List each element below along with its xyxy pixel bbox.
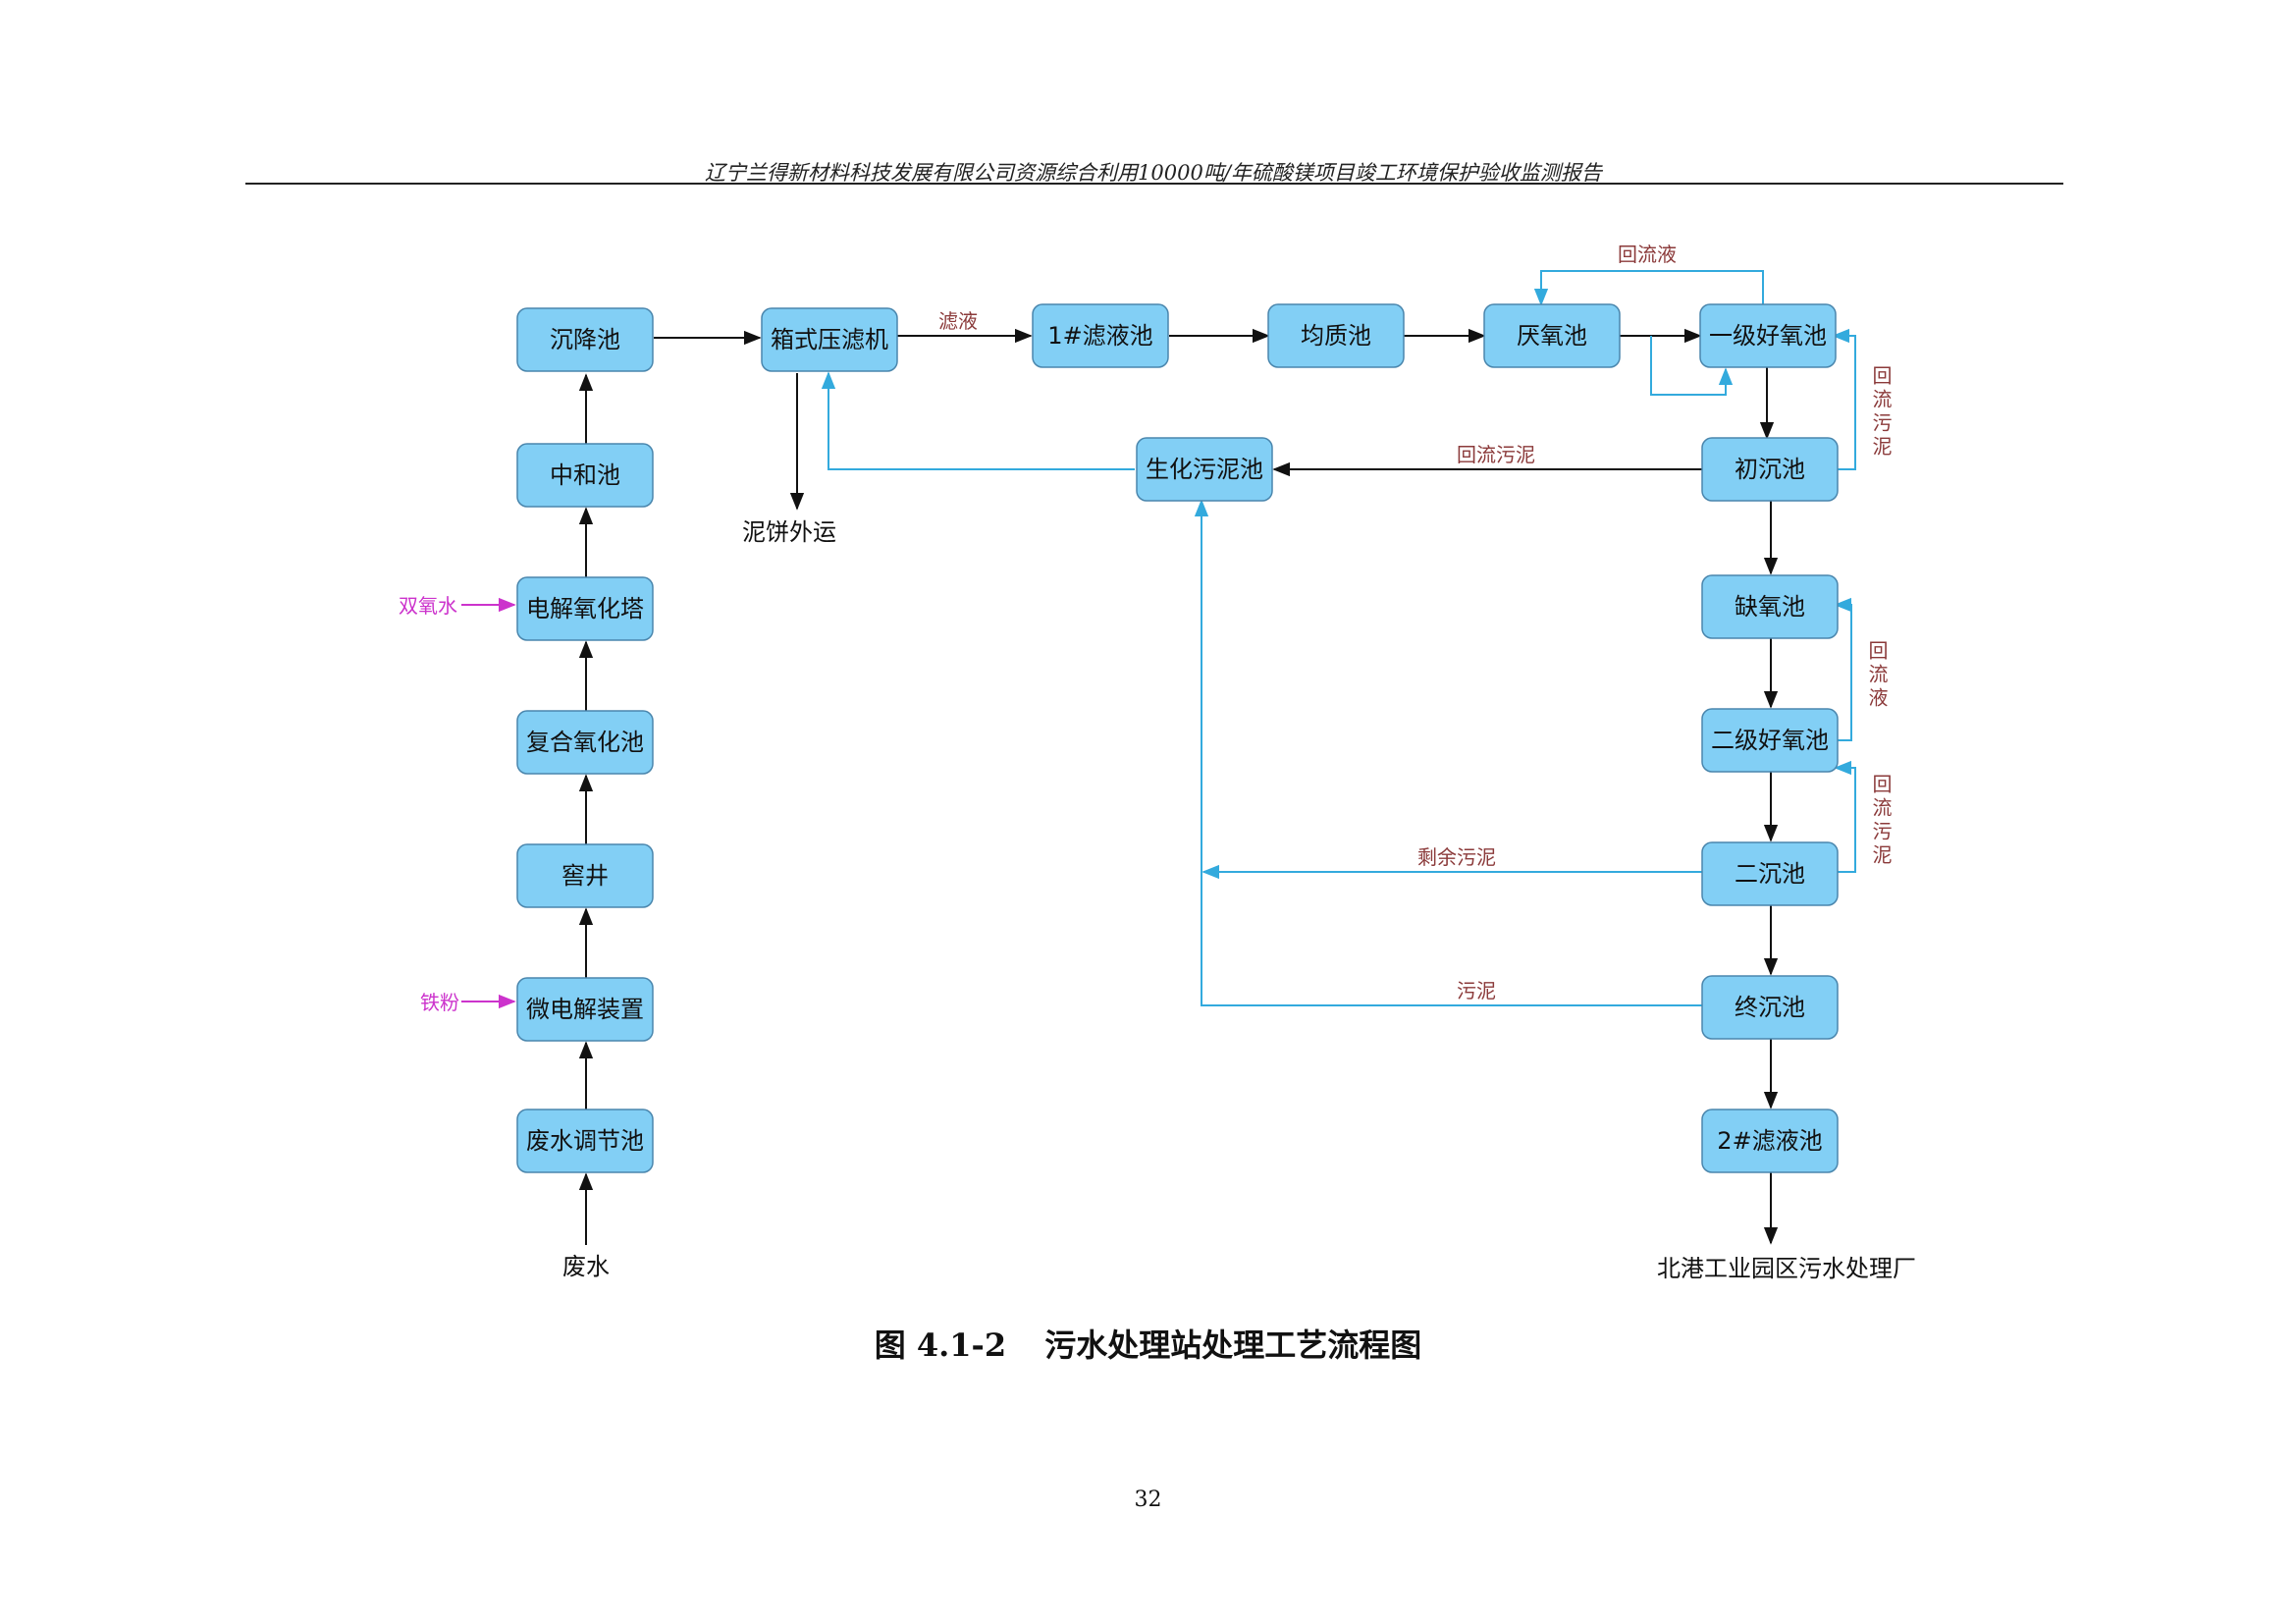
node-label: 复合氧化池 <box>526 729 644 756</box>
node-aerobic-1: 一级好氧池 <box>1699 303 1837 368</box>
node-label: 二级好氧池 <box>1711 727 1829 754</box>
node-anaerobic: 厌氧池 <box>1483 303 1621 368</box>
node-label: 1#滤液池 <box>1047 322 1152 350</box>
node-homogenization: 均质池 <box>1267 303 1405 368</box>
hydrogen-peroxide-label: 双氧水 <box>399 594 457 618</box>
node-aerobic-2: 二级好氧池 <box>1701 708 1839 773</box>
node-waste-adjust: 废水调节池 <box>516 1109 654 1173</box>
node-label: 中和池 <box>550 461 620 489</box>
node-settling: 沉降池 <box>516 307 654 372</box>
page-number: 32 <box>1134 1488 1162 1512</box>
edge-label-return-sludge-right2: 回流污泥 <box>1869 774 1893 868</box>
figure-caption: 图 4.1-2 污水处理站处理工艺流程图 <box>0 1321 2296 1366</box>
edge-label-return-liquid-right: 回流液 <box>1865 640 1889 711</box>
node-micro-electrolysis: 微电解装置 <box>516 977 654 1042</box>
edge-aerobic1-inner-loop <box>1650 336 1734 396</box>
node-label: 生化污泥池 <box>1146 456 1263 483</box>
node-label: 沉降池 <box>550 326 620 353</box>
return-flow-edges <box>821 270 1856 1006</box>
node-secondary-settling: 二沉池 <box>1701 841 1839 906</box>
node-filter-press: 箱式压滤机 <box>761 307 898 372</box>
sludge-cake-label: 泥饼外运 <box>742 518 836 546</box>
node-neutralization: 中和池 <box>516 443 654 508</box>
figure-title: 污水处理站处理工艺流程图 <box>1044 1326 1422 1364</box>
edge-label-excess-sludge: 剩余污泥 <box>1417 845 1496 869</box>
node-label: 二沉池 <box>1735 860 1805 888</box>
edge-return-liquid-top <box>1533 270 1764 306</box>
node-label: 厌氧池 <box>1517 322 1587 350</box>
node-label: 电解氧化塔 <box>526 595 644 623</box>
node-label: 箱式压滤机 <box>771 326 888 353</box>
report-header-title: 辽宁兰得新材料科技发展有限公司资源综合利用10000吨/年硫酸镁项目竣工环境保护… <box>705 161 1602 185</box>
edge-label-return-sludge-mid: 回流污泥 <box>1457 443 1535 466</box>
node-composite-oxidation: 复合氧化池 <box>516 710 654 775</box>
node-cellar-well: 窖井 <box>516 843 654 908</box>
node-label: 窖井 <box>561 862 609 890</box>
node-filtrate-2: 2#滤液池 <box>1701 1109 1839 1173</box>
node-label: 均质池 <box>1301 322 1371 350</box>
node-label: 废水调节池 <box>526 1127 644 1155</box>
edge-label-return-sludge-right: 回流污泥 <box>1869 365 1893 460</box>
node-final-settling: 终沉池 <box>1701 975 1839 1040</box>
node-primary-settling: 初沉池 <box>1701 437 1839 502</box>
header-divider <box>245 183 2063 185</box>
node-label: 微电解装置 <box>526 996 644 1023</box>
node-filtrate-1: 1#滤液池 <box>1032 303 1169 368</box>
figure-number: 图 4.1-2 <box>874 1326 1007 1364</box>
edge-label-filtrate: 滤液 <box>938 309 978 333</box>
edge-bio-sludge-to-press <box>821 371 1135 470</box>
edge-return-sludge-right2 <box>1834 760 1856 873</box>
iron-powder-label: 铁粉 <box>420 991 459 1014</box>
main-flow-edges <box>578 328 1779 1245</box>
node-bio-sludge: 生化污泥池 <box>1136 437 1273 502</box>
node-label: 一级好氧池 <box>1709 322 1827 350</box>
node-label: 2#滤液池 <box>1717 1127 1822 1155</box>
chemical-input-edges <box>461 597 516 1009</box>
wastewater-inlet-label: 废水 <box>562 1253 610 1280</box>
node-label: 初沉池 <box>1735 456 1805 483</box>
node-label: 缺氧池 <box>1735 593 1805 621</box>
discharge-destination-label: 北港工业园区污水处理厂 <box>1657 1255 1916 1282</box>
edge-final-sludge <box>1194 499 1702 1006</box>
edge-return-sludge-right <box>1832 328 1856 470</box>
node-anoxic: 缺氧池 <box>1701 574 1839 639</box>
edge-label-return-liquid-top: 回流液 <box>1618 243 1677 266</box>
node-label: 终沉池 <box>1735 994 1805 1021</box>
node-electrolytic-tower: 电解氧化塔 <box>516 576 654 641</box>
edge-return-liquid-right <box>1834 597 1852 741</box>
edge-label-sludge: 污泥 <box>1457 979 1496 1002</box>
